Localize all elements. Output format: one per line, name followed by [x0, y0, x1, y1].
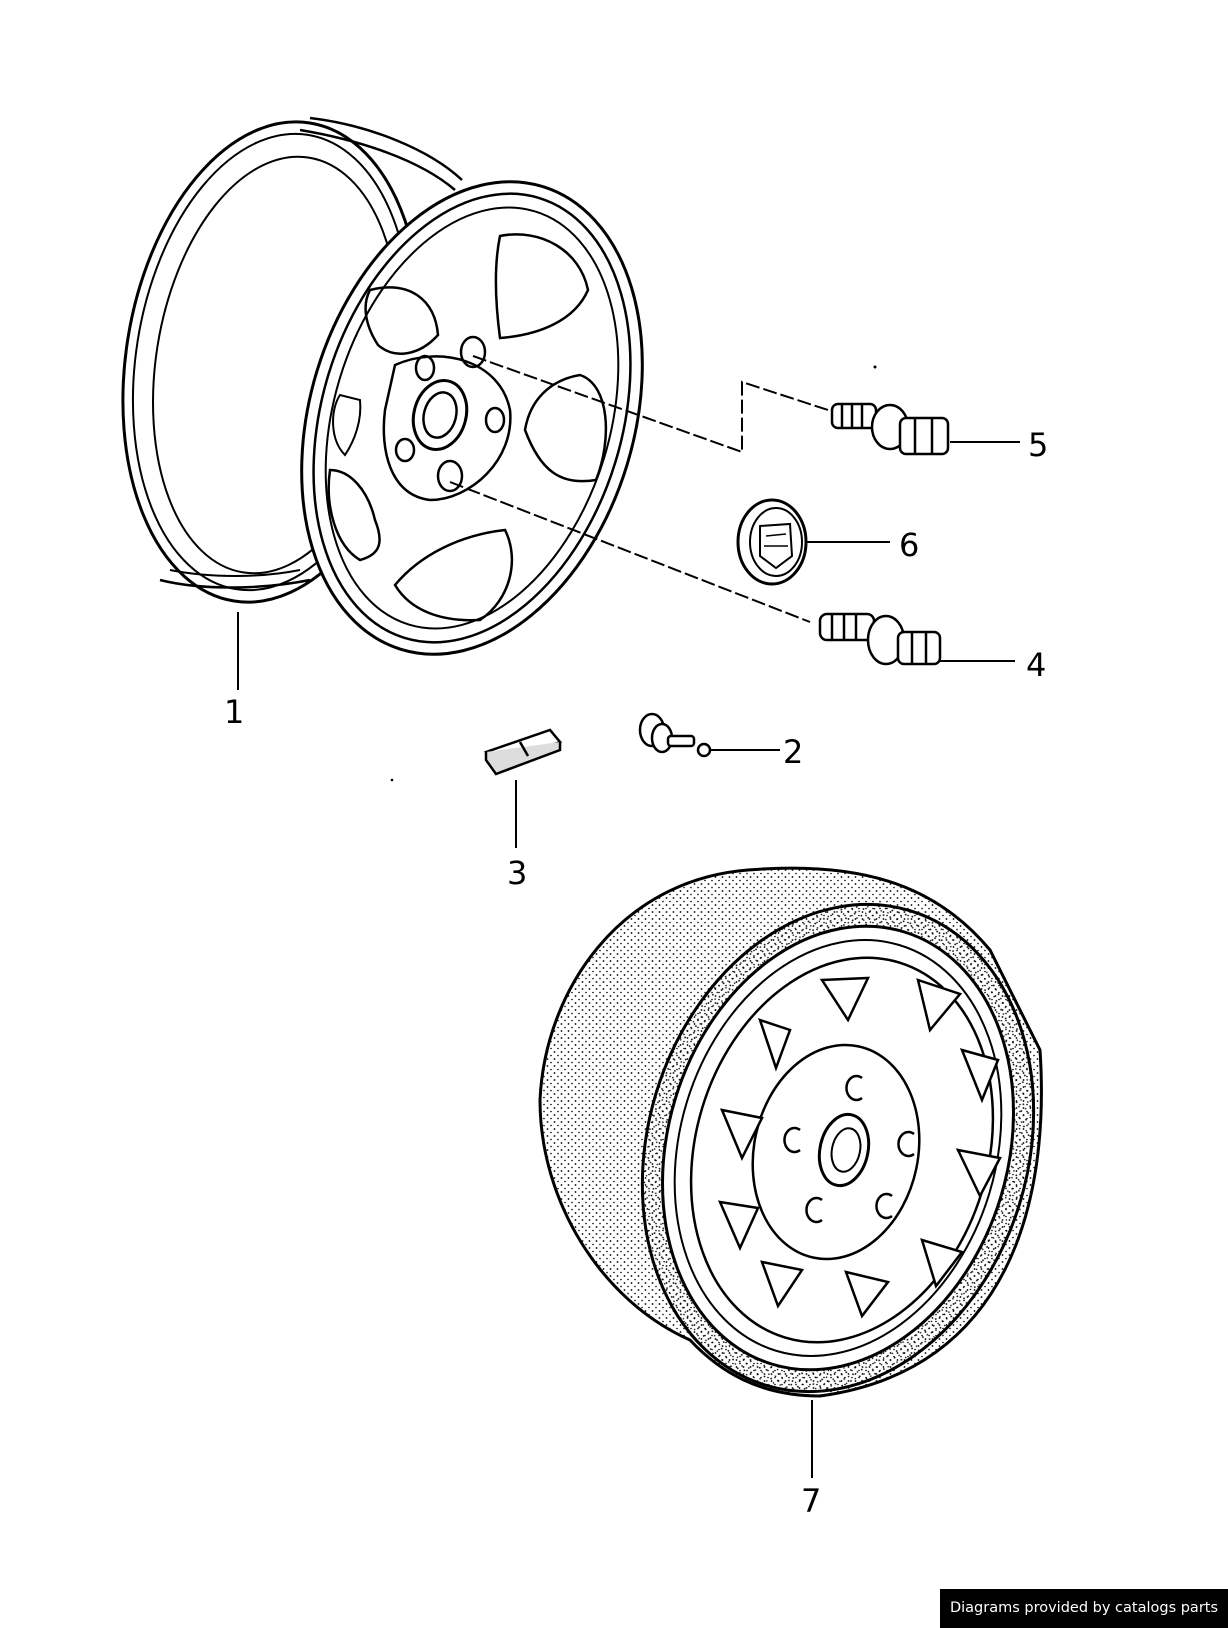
callout-5: 5: [1028, 426, 1048, 464]
alloy-wheel-part-1: [121, 116, 644, 656]
callout-4: 4: [1026, 646, 1046, 684]
center-cap-part-6: [736, 498, 808, 586]
lock-bolt-part-4: [818, 612, 942, 666]
leader-lines: [237, 355, 1020, 1478]
callout-1: 1: [224, 693, 244, 731]
spare-wheel-part-7: [538, 866, 1043, 1398]
callout-7: 7: [801, 1482, 821, 1520]
balance-weight-part-3: [484, 728, 563, 776]
scan-specks: [390, 365, 877, 782]
callout-6: 6: [899, 526, 919, 564]
wheel-bolt-part-5: [830, 402, 950, 456]
tire-valve-part-2: [638, 712, 712, 758]
callout-2: 2: [783, 733, 803, 771]
callout-3: 3: [507, 854, 527, 892]
credit-banner: Diagrams provided by catalogs parts: [940, 1589, 1228, 1628]
callout-labels: 1 2 3 4 5 6 7: [224, 426, 1048, 1520]
